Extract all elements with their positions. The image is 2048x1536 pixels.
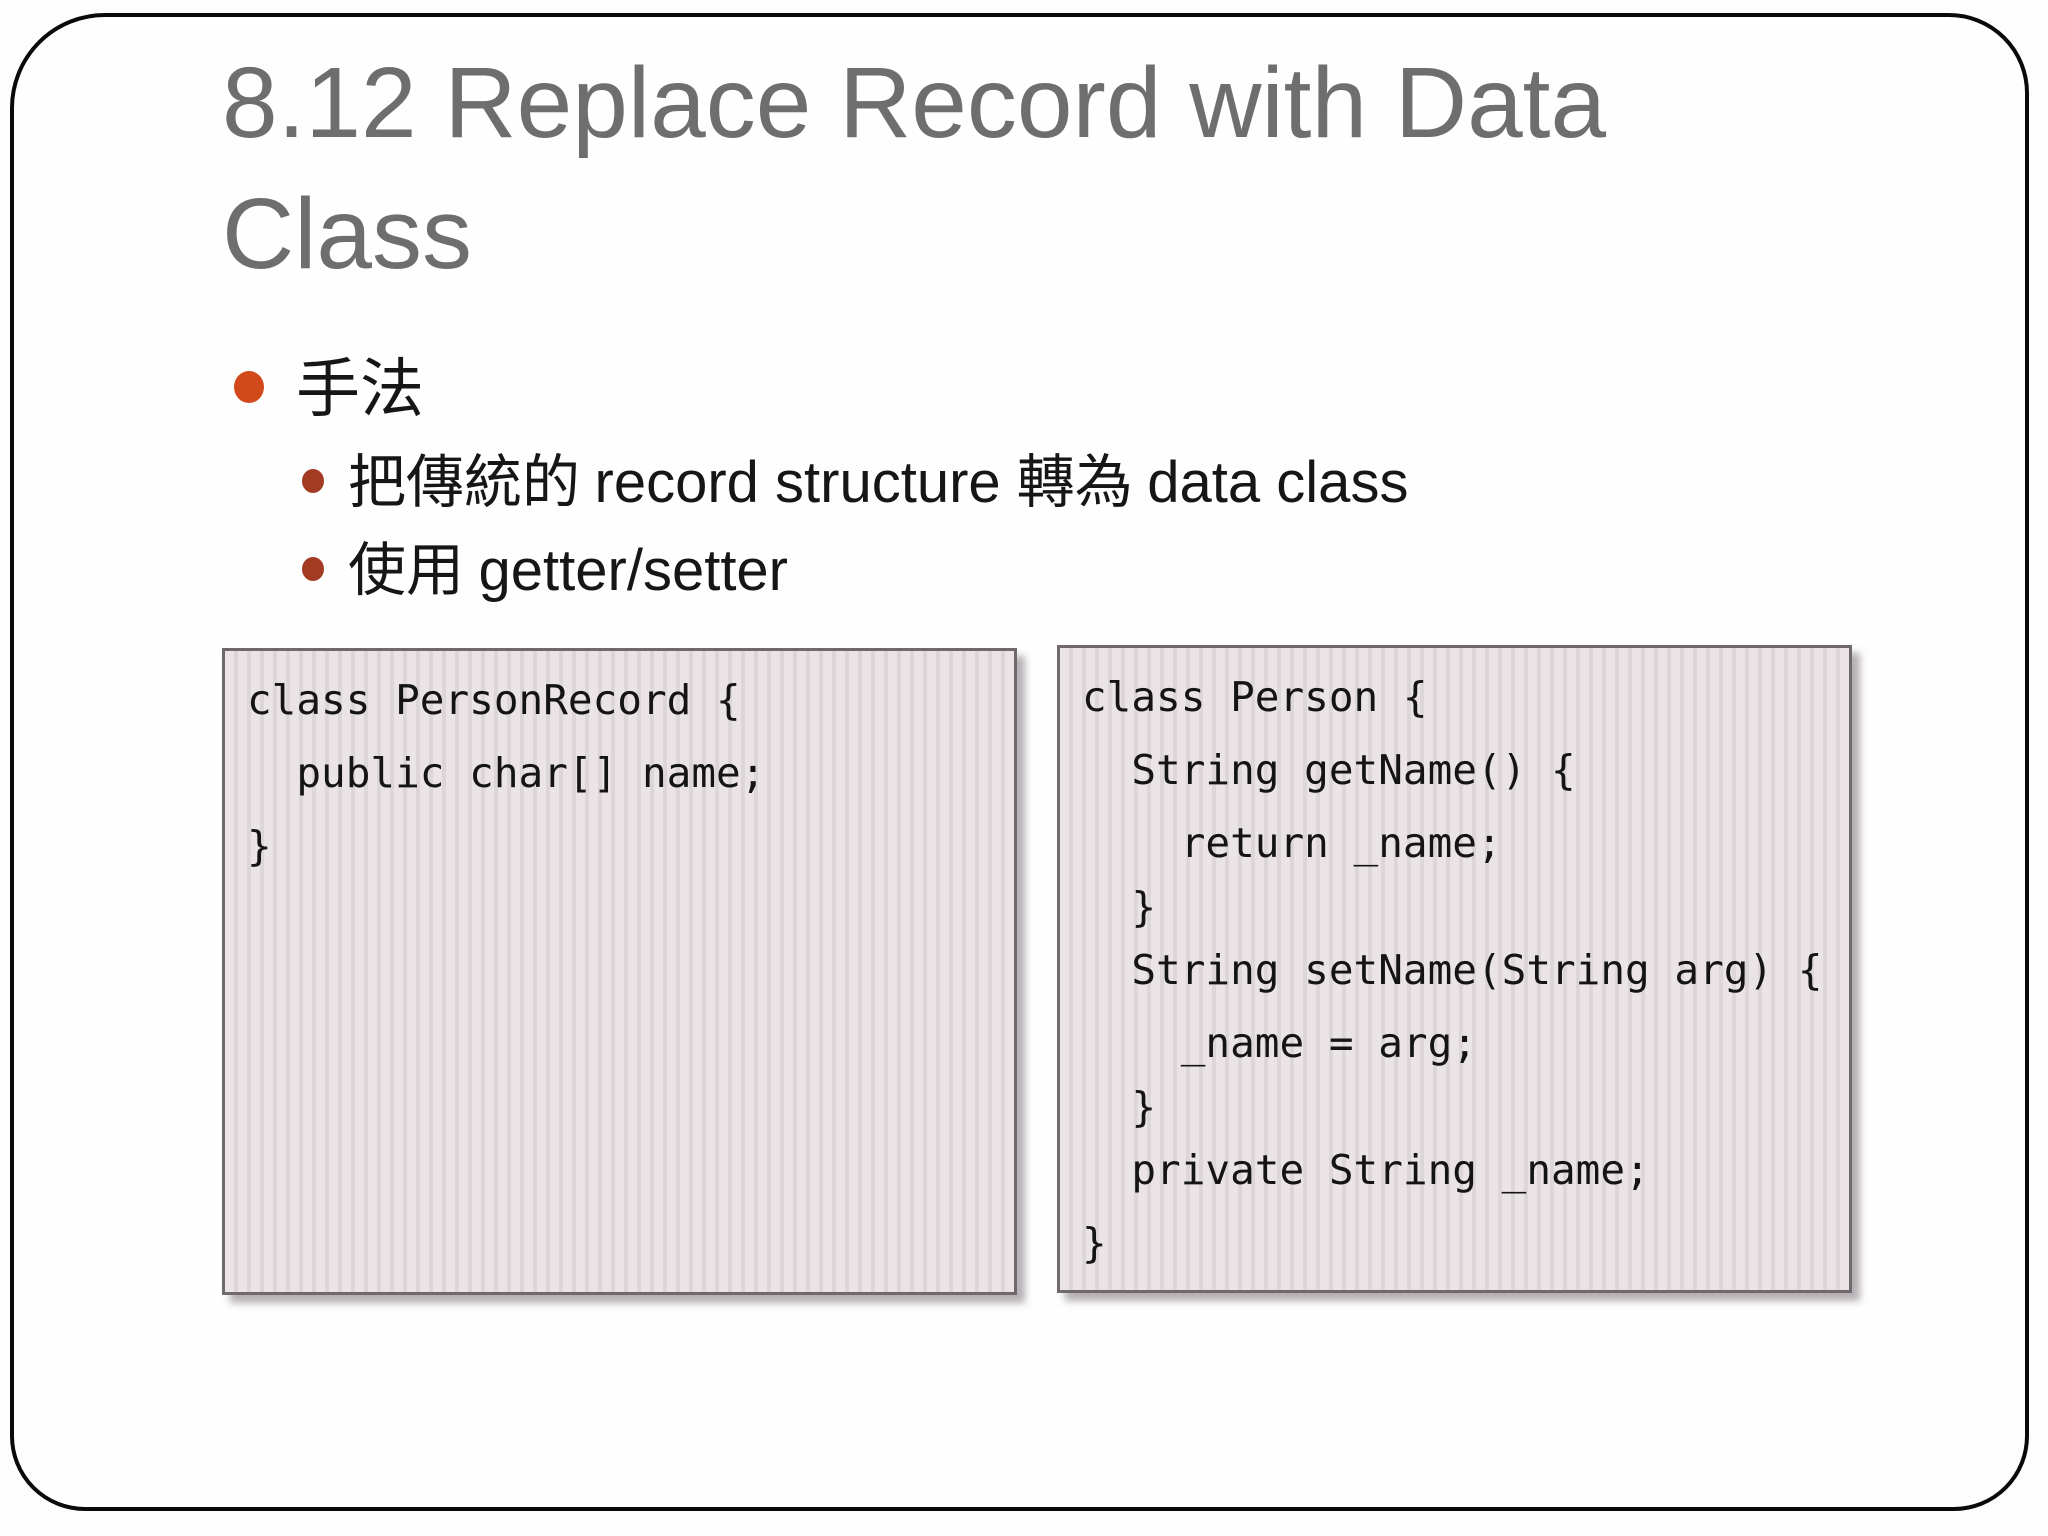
code-line: class PersonRecord { xyxy=(247,676,741,724)
code-line: class Person { xyxy=(1082,673,1428,721)
code-line: String getName() { xyxy=(1082,746,1576,794)
bullet-item: 使用 getter/setter xyxy=(302,530,1872,612)
code-box-person: class Person { String getName() { return… xyxy=(1057,645,1852,1293)
code-line: return _name; xyxy=(1082,819,1502,867)
bullet-text: 使用 getter/setter xyxy=(348,530,788,612)
page-title: 8.12 Replace Record with Data Class xyxy=(222,47,1607,290)
code-line: } xyxy=(1082,1219,1107,1267)
code-box-person-record: class PersonRecord { public char[] name;… xyxy=(222,648,1017,1295)
bullet-text: 把傳統的 record structure 轉為 data class xyxy=(348,442,1408,524)
bullet-text-segment: 手法 xyxy=(296,354,424,425)
bullet-text-segment: data class xyxy=(1147,450,1409,515)
bullet-text: 手法 xyxy=(296,345,424,434)
bullet-dot-icon xyxy=(234,371,264,403)
bullet-dot-icon xyxy=(302,557,324,581)
code-line: } xyxy=(1082,1083,1157,1131)
code-line: private String _name; xyxy=(1082,1146,1650,1194)
bullet-text-segment: record structure xyxy=(594,450,1017,515)
code-line: } xyxy=(1082,883,1157,931)
code-line: } xyxy=(247,822,272,870)
bullet-text-segment: 使用 xyxy=(348,538,479,603)
bullet-text-segment: getter/setter xyxy=(478,538,788,603)
code-line: String setName(String arg) { xyxy=(1082,946,1823,994)
bullet-text-segment: 轉為 xyxy=(1016,450,1148,515)
bullet-text-segment: 把傳統的 xyxy=(348,450,595,515)
bullet-item: 把傳統的 record structure 轉為 data class xyxy=(302,442,1872,524)
code-line: public char[] name; xyxy=(247,749,766,797)
bullet-dot-icon xyxy=(302,469,324,493)
bullet-item: 手法 xyxy=(222,345,1872,434)
code-line: _name = arg; xyxy=(1082,1019,1477,1067)
